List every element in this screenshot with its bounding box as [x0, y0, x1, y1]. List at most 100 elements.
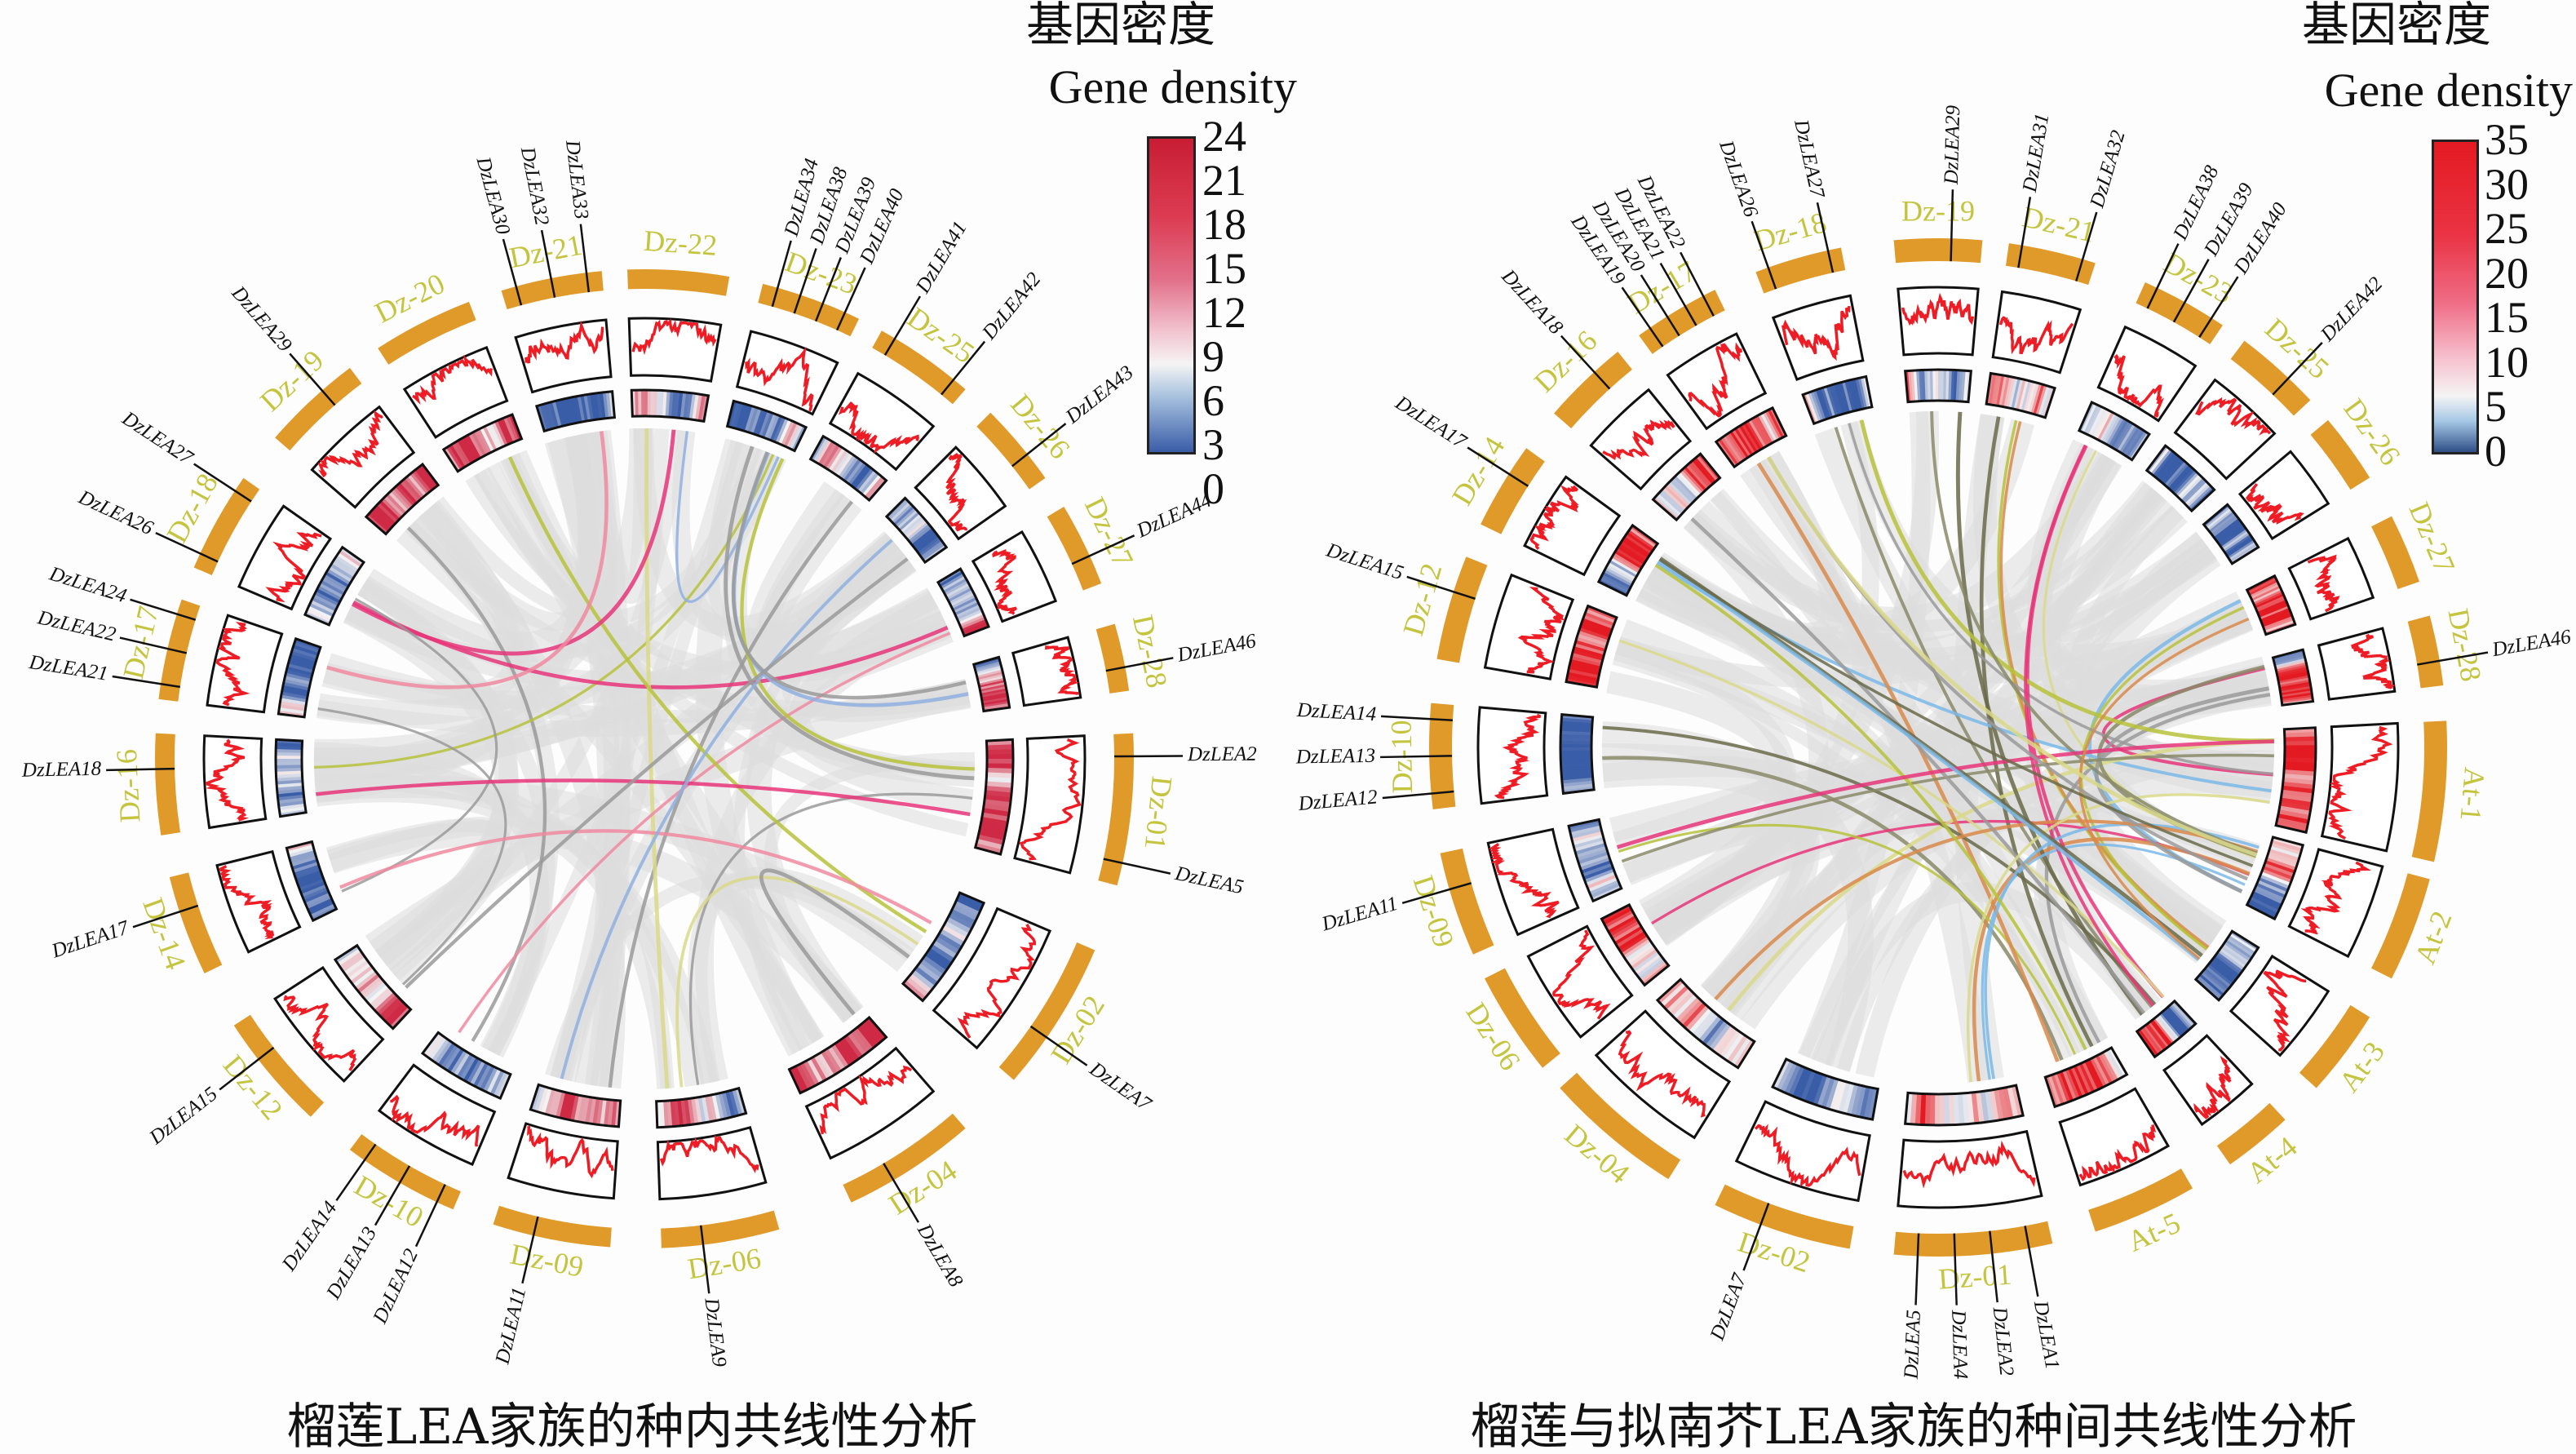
heatmap-cell — [2284, 749, 2316, 755]
heatmap-cell — [279, 700, 307, 708]
heatmap-cell — [1753, 416, 1771, 446]
heatmap-cell — [562, 1093, 573, 1119]
heatmap-cell — [2095, 1054, 2113, 1084]
synteny-link — [1834, 426, 2153, 1008]
chromosome-ideogram — [2411, 720, 2447, 862]
density-line-track — [202, 734, 268, 830]
heatmap-cell — [592, 1097, 600, 1125]
heatmap-cell — [810, 1056, 827, 1082]
heatmap-cell — [1653, 497, 1679, 521]
heatmap-cell — [1953, 1093, 1960, 1125]
heatmap-cell — [2154, 452, 2177, 479]
heatmap-cell — [1720, 437, 1742, 464]
heatmap-cell — [977, 672, 1003, 680]
heatmap-cell — [1573, 642, 1605, 655]
heatmap-cell — [306, 608, 332, 623]
density-line-track — [914, 446, 1007, 541]
heatmap-cell — [961, 618, 987, 632]
gene-density-line — [2193, 1055, 2232, 1119]
heatmap-border — [1567, 818, 1623, 903]
heatmap-cell — [707, 1094, 717, 1122]
heatmap-cell — [1560, 724, 1592, 729]
heatmap-cell — [1582, 618, 1613, 632]
heatmap-cell — [1741, 423, 1760, 452]
heatmap-cell — [2281, 694, 2313, 702]
chromosome-label: Dz-09 — [508, 1238, 586, 1283]
heatmap-cell — [1850, 1084, 1862, 1116]
chromosome-dz-06: Dz-06 — [1459, 902, 1671, 1076]
colorbar-ticks-right: 35 30 25 20 15 10 5 0 — [2485, 117, 2529, 473]
chromosome-at-2: At-2 — [2245, 836, 2459, 979]
gene-density-line — [839, 401, 919, 454]
heatmap-cell — [2279, 679, 2311, 688]
heatmap-cell — [2215, 521, 2243, 543]
heatmap-cell — [2277, 668, 2308, 678]
gene-density-heatmap — [1985, 371, 2056, 419]
heatmap-cell — [676, 1099, 684, 1126]
heatmap-cell — [2011, 1085, 2024, 1117]
heatmap-cell — [2179, 476, 2203, 501]
heatmap-cell — [986, 767, 1013, 774]
heatmap-border — [936, 567, 990, 638]
heatmap-cell — [1842, 1083, 1855, 1115]
heatmap-cell — [291, 858, 318, 870]
gene-density-line — [2246, 483, 2304, 525]
chromosome-ideogram — [1560, 1072, 1681, 1180]
heatmap-cell — [354, 970, 378, 991]
heatmap-cell — [276, 770, 303, 775]
heatmap-cell — [905, 977, 929, 998]
synteny-link — [314, 454, 775, 769]
heatmap-cell — [906, 521, 929, 541]
gene-marker-line — [2146, 243, 2180, 309]
synteny-link — [2094, 686, 2270, 893]
heatmap-cell — [2280, 685, 2312, 694]
heatmap-cell — [595, 1098, 604, 1125]
heatmap-cell — [2088, 406, 2105, 437]
heatmap-cell — [1657, 979, 1684, 1004]
heatmap-cell — [853, 1027, 874, 1052]
heatmap-cell — [843, 1035, 863, 1059]
heatmap-cell — [985, 794, 1011, 803]
heatmap-cell — [1996, 375, 2005, 406]
heatmap-cell — [1614, 550, 1643, 570]
heatmap-cell — [2117, 423, 2136, 452]
heatmap-cell — [718, 1093, 728, 1119]
heatmap-cell — [641, 390, 645, 417]
synteny-link — [458, 632, 951, 1034]
gene-density-line — [1529, 485, 1579, 550]
tick-label: 12 — [1202, 288, 1246, 337]
heatmap-cell — [2154, 1017, 2176, 1043]
heatmap-cell — [1732, 429, 1751, 457]
heatmap-cell — [1610, 920, 1640, 939]
gene-density-line — [2194, 397, 2272, 436]
chromosome-at-4: At-4 — [2135, 999, 2303, 1190]
heatmap-cell — [1998, 1088, 2009, 1120]
heatmap-cell — [1984, 1090, 1994, 1122]
heatmap-cell — [2254, 592, 2284, 607]
gene-marker-line — [414, 1184, 446, 1248]
heatmap-cell — [1587, 874, 1617, 889]
heatmap-cell — [2186, 483, 2211, 508]
heatmap-cell — [747, 406, 759, 433]
heatmap-cell — [2035, 384, 2047, 416]
heatmap-cell — [390, 1006, 411, 1029]
heatmap-cell — [551, 401, 562, 428]
heatmap-cell — [2090, 408, 2107, 437]
heatmap-cell — [276, 764, 303, 769]
heatmap-cell — [312, 596, 337, 612]
heatmap-cell — [1617, 545, 1645, 565]
gene-density-heatmap — [901, 891, 986, 1003]
heatmap-cell — [302, 886, 328, 900]
heatmap-cell — [2067, 1067, 2083, 1098]
synteny-link — [2044, 693, 2271, 1044]
heatmap-cell — [2168, 1004, 2191, 1031]
heatmap-cell — [1857, 377, 1868, 409]
heatmap-border — [1985, 371, 2056, 419]
heatmap-cell — [979, 680, 1006, 689]
heatmap-cell — [1838, 1081, 1851, 1113]
background-link — [473, 469, 969, 837]
heatmap-cell — [981, 694, 1008, 702]
heatmap-cell — [2249, 896, 2279, 914]
